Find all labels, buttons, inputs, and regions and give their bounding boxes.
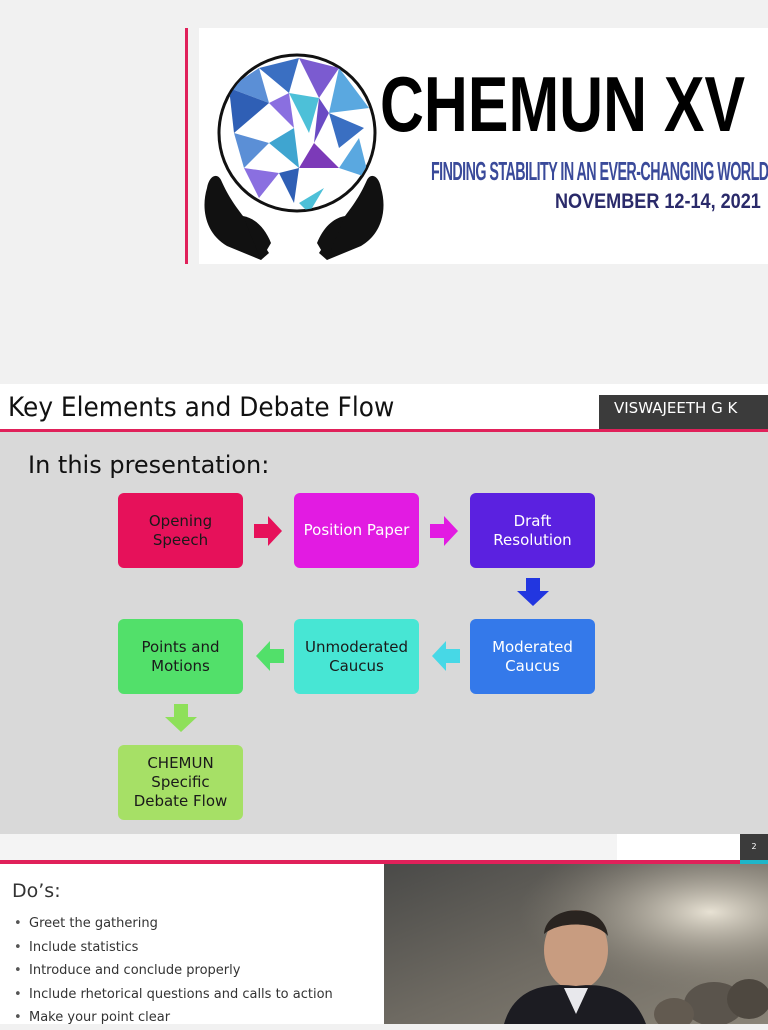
page-number: 2 <box>740 834 768 860</box>
slide-title: Key Elements and Debate Flow <box>8 392 395 423</box>
list-item: • Introduce and conclude properly <box>14 959 333 983</box>
bullet-icon: • <box>14 986 22 1002</box>
node-position-paper: Position Paper <box>294 493 419 568</box>
node-label: Points and Motions <box>141 637 220 675</box>
dos-list: • Greet the gathering • Include statistics… <box>14 912 333 1030</box>
node-label: Position Paper <box>303 521 410 539</box>
globe-in-hands-icon <box>204 53 384 260</box>
arrow-down-icon <box>517 578 549 606</box>
logo-slide: CHEMUN XV FINDING STABILITY IN AN EVER-C… <box>0 0 768 370</box>
list-item: • Include statistics <box>14 936 333 960</box>
arrow-down-icon <box>165 704 197 732</box>
slide-heading: In this presentation: <box>28 451 270 479</box>
node-label: Opening Speech <box>148 511 213 549</box>
arrow-left-icon <box>256 641 284 671</box>
dos-heading: Do’s: <box>12 880 61 902</box>
arrow-right-icon <box>430 516 458 546</box>
list-item-text: Include rhetorical questions and calls t… <box>29 986 333 1002</box>
bottom-rule-accent <box>740 860 768 864</box>
bullet-icon: • <box>14 916 22 931</box>
arrow-left-icon <box>432 641 460 671</box>
list-item-text: Introduce and conclude properly <box>29 963 241 978</box>
node-moderated-caucus: Moderated Caucus <box>470 619 595 694</box>
chemun-logo: CHEMUN XV FINDING STABILITY IN AN EVER-C… <box>199 28 768 264</box>
list-item-text: Include statistics <box>29 939 139 955</box>
list-item: • Make your point clear <box>14 1006 333 1030</box>
node-opening-speech: Opening Speech <box>118 493 243 568</box>
list-item-text: Make your point clear <box>29 1010 171 1025</box>
node-unmoderated-caucus: Unmoderated Caucus <box>294 619 419 694</box>
debate-flow-slide: Key Elements and Debate Flow VISWAJEETH … <box>0 384 768 864</box>
speaker-image <box>384 864 768 1024</box>
node-label: Draft Resolution <box>493 511 572 549</box>
logo-date: NOVEMBER 12-14, 2021 <box>555 190 761 213</box>
author-badge: VISWAJEETH G K <box>599 395 768 432</box>
node-label: Moderated Caucus <box>492 637 573 675</box>
bottom-rule <box>0 860 768 864</box>
logo-tagline: FINDING STABILITY IN AN EVER-CHANGING WO… <box>431 156 768 186</box>
bullet-icon: • <box>14 1010 22 1025</box>
list-item-text: Greet the gathering <box>29 916 158 931</box>
bullet-icon: • <box>14 939 22 955</box>
slide-body: In this presentation: Opening Speech Pos… <box>0 432 768 834</box>
node-draft-resolution: Draft Resolution <box>470 493 595 568</box>
list-item: • Include rhetorical questions and calls … <box>14 983 333 1007</box>
footer-panel <box>617 834 740 860</box>
node-chemun-debate-flow: CHEMUN Specific Debate Flow <box>118 745 243 820</box>
node-label: CHEMUN Specific Debate Flow <box>133 754 228 810</box>
accent-bar <box>185 28 188 264</box>
node-points-and-motions: Points and Motions <box>118 619 243 694</box>
title-rule <box>0 429 768 432</box>
bullet-icon: • <box>14 963 22 978</box>
node-label: Unmoderated Caucus <box>304 637 408 675</box>
arrow-right-icon <box>254 516 282 546</box>
list-item: • Greet the gathering <box>14 912 333 936</box>
logo-title: CHEMUN XV <box>380 60 746 148</box>
dos-slide: Do’s: • Greet the gathering • Include stat… <box>0 864 768 1025</box>
speaker-photo <box>384 864 768 1024</box>
